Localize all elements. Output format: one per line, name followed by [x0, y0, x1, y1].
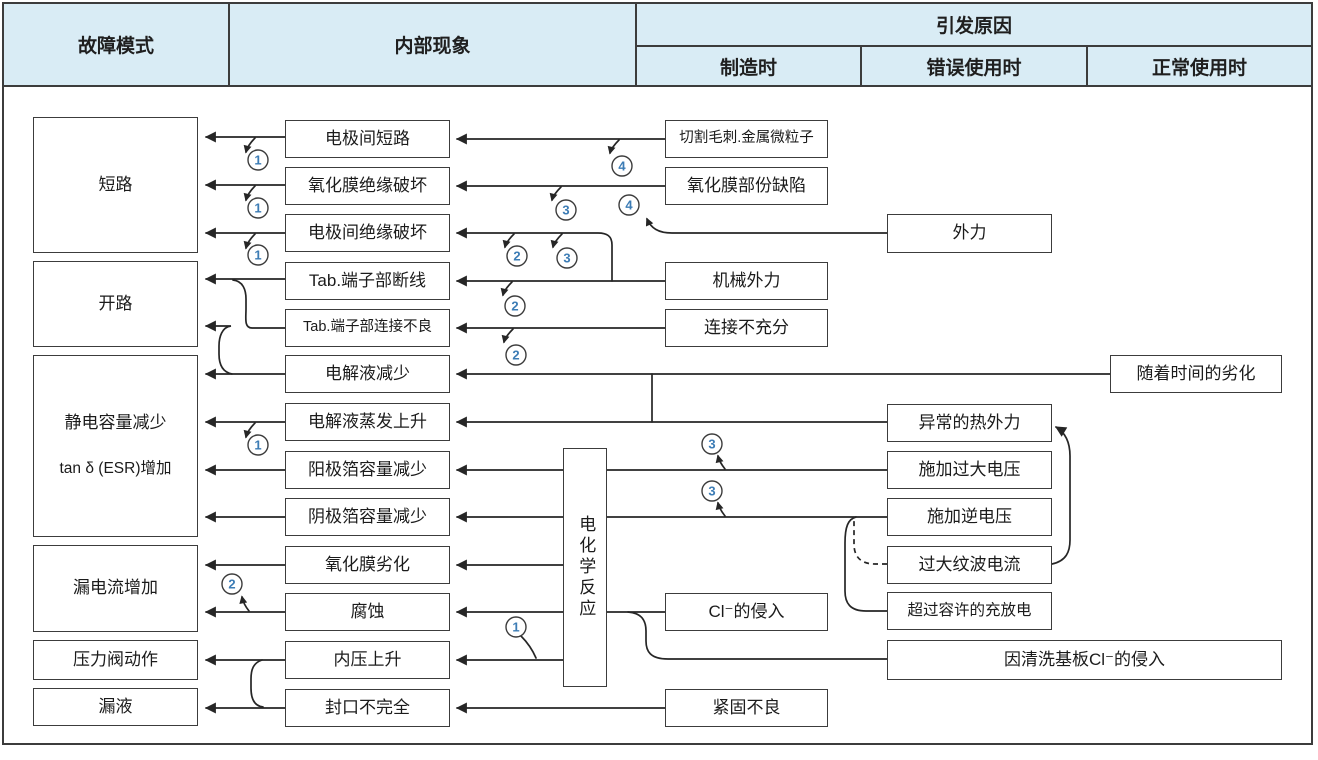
svg-text:4: 4 [625, 198, 633, 213]
connector-mark-1: 1 [505, 616, 527, 638]
box-corrosion: 腐蚀 [285, 593, 450, 631]
box-cl-intrusion-board-cleaning: 因清洗基板Cl⁻的侵入 [887, 640, 1282, 680]
box-tab-terminal-break: Tab.端子部断线 [285, 262, 450, 300]
connector-hook-arrows [239, 137, 726, 659]
svg-text:3: 3 [563, 251, 570, 266]
box-cl-intrusion: Cl⁻的侵入 [665, 593, 828, 631]
header-cell-internal-phenomenon: 内部现象 [228, 2, 637, 87]
box-mechanical-external-force: 机械外力 [665, 262, 828, 300]
svg-text:2: 2 [512, 348, 519, 363]
arrows-into-fault-mode-boxes [204, 131, 286, 714]
box-excess-ripple-current: 过大纹波电流 [887, 546, 1052, 584]
connector-mark-2: 2 [504, 295, 526, 317]
box-apply-reverse-voltage: 施加逆电压 [887, 498, 1052, 536]
svg-text:4: 4 [618, 159, 626, 174]
box-liquid-leak: 漏液 [33, 688, 198, 726]
connector-mark-1: 1 [247, 434, 269, 456]
header-cell-at-misuse: 错误使用时 [860, 45, 1088, 87]
connector-mark-2: 2 [505, 344, 527, 366]
svg-text:2: 2 [513, 249, 520, 264]
connector-mark-1: 1 [247, 149, 269, 171]
box-abnormal-thermal-stress: 异常的热外力 [887, 404, 1052, 442]
box-internal-pressure-rise: 内压上升 [285, 641, 450, 679]
box-inter-electrode-insulation-breakdown: 电极间绝缘破坏 [285, 214, 450, 252]
svg-text:2: 2 [228, 577, 235, 592]
box-apply-overvoltage: 施加过大电压 [887, 451, 1052, 489]
box-cutting-burr-metal-particles: 切割毛刺.金属微粒子 [665, 120, 828, 158]
box-anode-foil-capacity-decrease: 阳极箔容量减少 [285, 451, 450, 489]
svg-text:2: 2 [511, 299, 518, 314]
connector-mark-3: 3 [701, 433, 723, 455]
connector-mark-4: 4 [611, 155, 633, 177]
capacitance-decrease-label: 静电容量减少 [64, 413, 167, 432]
svg-text:1: 1 [254, 438, 261, 453]
diagram-frame [2, 85, 1313, 745]
header-cell-at-manufacturing: 制造时 [635, 45, 862, 87]
box-electrolyte-evaporation-rise: 电解液蒸发上升 [285, 403, 450, 441]
connector-mark-3: 3 [556, 247, 578, 269]
box-electrochemical-reaction: 电化学反应 [563, 448, 607, 687]
box-capacitance-decrease-esr-increase: 静电容量减少 tan δ (ESR)增加 [33, 355, 198, 537]
svg-text:1: 1 [512, 620, 519, 635]
box-over-permitted-charge-discharge: 超过容许的充放电 [887, 592, 1052, 630]
box-leakage-current-increase: 漏电流增加 [33, 545, 198, 632]
box-short-circuit: 短路 [33, 117, 198, 253]
box-pressure-valve-operation: 压力阀动作 [33, 640, 198, 680]
connector-mark-1: 1 [247, 244, 269, 266]
header-cell-cause: 引发原因 [635, 2, 1313, 47]
svg-text:1: 1 [254, 201, 261, 216]
box-oxide-film-insulation-breakdown: 氧化膜绝缘破坏 [285, 167, 450, 205]
box-cathode-foil-capacity-decrease: 阴极箔容量减少 [285, 498, 450, 536]
connector-mark-2: 2 [221, 573, 243, 595]
esr-increase-label: tan δ (ESR)增加 [59, 460, 172, 478]
box-oxide-film-degradation: 氧化膜劣化 [285, 546, 450, 584]
connector-mark-3: 3 [701, 480, 723, 502]
box-incomplete-sealing: 封口不完全 [285, 689, 450, 727]
box-aging-degradation: 随着时间的劣化 [1110, 355, 1282, 393]
connector-number-marks: 1 1 1 1 1 2 2 2 2 3 3 3 3 4 4 [221, 149, 723, 638]
connector-mark-3: 3 [555, 199, 577, 221]
connector-mark-4: 4 [618, 194, 640, 216]
connector-mark-2: 2 [506, 245, 528, 267]
header-cell-fault-mode: 故障模式 [2, 2, 230, 87]
box-tab-terminal-poor-connection: Tab.端子部连接不良 [285, 309, 450, 347]
svg-text:1: 1 [254, 153, 261, 168]
box-insufficient-connection: 连接不充分 [665, 309, 828, 347]
box-open-circuit: 开路 [33, 261, 198, 347]
box-electrolyte-decrease: 电解液减少 [285, 355, 450, 393]
header-cell-at-normal-use: 正常使用时 [1086, 45, 1313, 87]
box-oxide-film-partial-defect: 氧化膜部份缺陷 [665, 167, 828, 205]
connector-mark-1: 1 [247, 197, 269, 219]
box-fastening-defect: 紧固不良 [665, 689, 828, 727]
box-inter-electrode-short: 电极间短路 [285, 120, 450, 158]
svg-text:1: 1 [254, 248, 261, 263]
svg-text:3: 3 [562, 203, 569, 218]
svg-text:3: 3 [708, 437, 715, 452]
box-external-force: 外力 [887, 214, 1052, 253]
svg-text:3: 3 [708, 484, 715, 499]
